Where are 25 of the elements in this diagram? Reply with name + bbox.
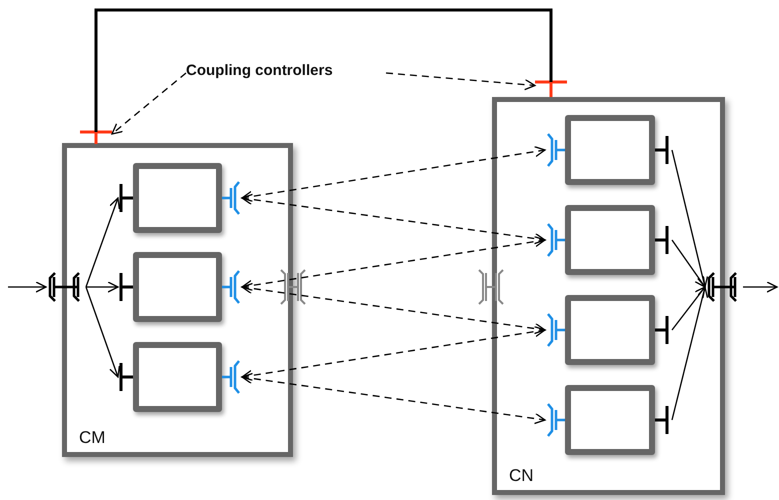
module-label: CN [509,466,534,486]
arrow [8,281,47,293]
connector-line [94,8,552,124]
dashed-arrow [241,372,546,424]
dashed-arrow [111,72,186,135]
callout-text: Coupling controllers [186,62,333,79]
module-box [492,97,725,495]
arrow [671,286,708,420]
dashed-arrow [241,236,546,292]
module-box [62,143,293,457]
dashed-arrow [241,146,546,202]
arrow [85,197,120,288]
arrow [671,240,706,288]
module-label: CM [79,428,106,448]
coupling-controller-icon [80,124,112,144]
dashed-arrow [241,326,546,382]
arrow [86,281,119,293]
arrow [85,286,120,378]
arrow [671,150,708,288]
dashed-arrow [241,194,546,244]
coupling-controller-icon [535,74,567,97]
dashed-arrow [241,282,546,334]
arrow [671,286,706,330]
dashed-arrow [386,72,536,90]
arrow [743,281,778,293]
